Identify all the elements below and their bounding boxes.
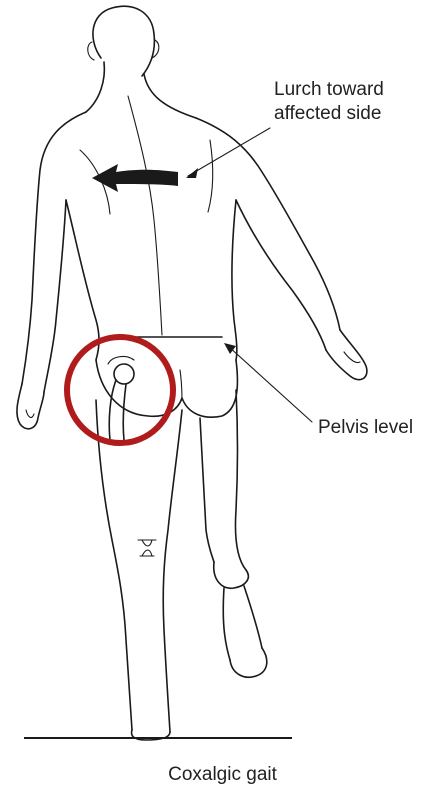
left-arm-inner xyxy=(44,200,66,392)
left-fingers xyxy=(26,410,34,417)
swing-leg-outer xyxy=(235,390,246,570)
affected-hip-highlight-circle xyxy=(67,337,173,443)
figure-caption: Coxalgic gait xyxy=(0,764,445,786)
ear-left xyxy=(88,42,94,60)
torso-right xyxy=(232,200,237,360)
lurch-label-line1: Lurch toward xyxy=(274,78,384,102)
lurch-label: Lurch toward affected side xyxy=(274,78,384,126)
acetabulum xyxy=(108,357,134,364)
standing-leg-outer xyxy=(96,400,132,730)
lurch-pointer-head xyxy=(186,168,198,178)
right-shoulder xyxy=(196,118,340,330)
knee-mark xyxy=(138,540,156,556)
swing-foot xyxy=(230,648,267,677)
swing-shin xyxy=(223,586,262,660)
gluteal-cleft xyxy=(180,370,182,400)
swing-leg-inner xyxy=(200,418,214,562)
standing-leg-inner xyxy=(163,410,182,732)
torso-left xyxy=(66,200,99,360)
neck-left xyxy=(86,62,104,112)
spine-line xyxy=(128,96,162,335)
pelvis-pointer-line xyxy=(228,346,312,422)
head xyxy=(93,6,154,76)
pelvis-level-label: Pelvis level xyxy=(318,416,413,440)
left-hand xyxy=(17,384,44,429)
lurch-arrow-icon xyxy=(92,164,178,192)
femur-upper xyxy=(109,380,126,440)
lurch-label-line2: affected side xyxy=(274,102,384,126)
right-arm-inner xyxy=(236,200,326,350)
neck-right xyxy=(144,74,196,118)
left-shoulder xyxy=(22,112,86,384)
femoral-head-icon xyxy=(114,364,134,384)
scapula-right xyxy=(208,140,213,212)
